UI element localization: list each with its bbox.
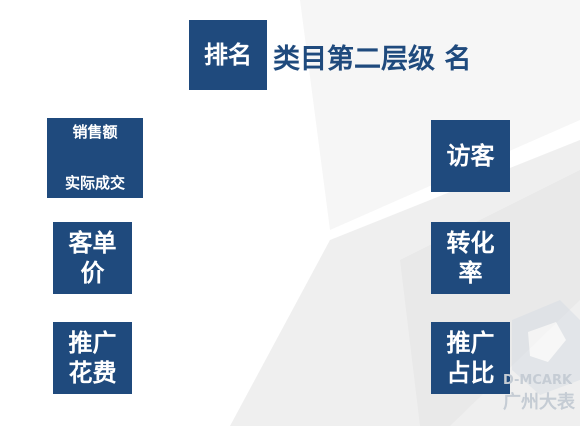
metric-label: 占比: [446, 359, 495, 387]
metric-label: 价: [80, 259, 105, 287]
metric-label: 销售额: [72, 123, 118, 141]
watermark-logo-icon: [512, 300, 580, 395]
metric-label: 客单: [68, 229, 117, 257]
watermark: D-MCARK 广州大表: [503, 372, 575, 415]
metric-label: 率: [458, 259, 483, 287]
metric-box-avg-order: 客单 价: [53, 222, 132, 294]
metric-label: 推广: [68, 329, 117, 357]
metric-box-visitors: 访客: [431, 120, 510, 192]
metric-label: 转化: [446, 229, 495, 257]
metric-box-promo-share: 推广 占比: [431, 322, 510, 394]
metric-box-sales: 销售额 实际成交: [47, 118, 143, 198]
metric-box-conversion: 转化 率: [431, 222, 510, 294]
metric-label: 实际成交: [64, 174, 125, 193]
watermark-line1: D-MCARK: [503, 373, 573, 388]
rank-badge: 排名: [189, 20, 267, 90]
metric-label: 推广: [446, 329, 495, 357]
watermark-line2: 广州大表: [503, 392, 575, 414]
page-title: 类目第二层级 名: [273, 44, 472, 75]
metric-label: 访客: [446, 142, 495, 170]
rank-badge-label: 排名: [204, 41, 252, 69]
metric-label: 花费: [68, 359, 117, 387]
metric-box-promo-cost: 推广 花费: [53, 322, 132, 394]
